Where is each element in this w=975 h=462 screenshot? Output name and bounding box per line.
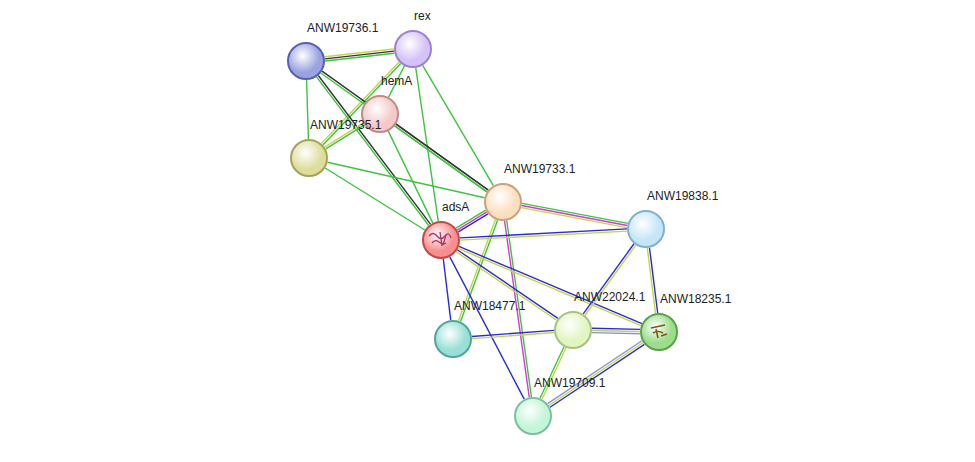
interaction-edge xyxy=(416,68,438,221)
evidence-strand xyxy=(647,248,655,313)
evidence-strand xyxy=(460,231,627,240)
evidence-strand xyxy=(458,214,488,232)
evidence-strand xyxy=(416,68,438,221)
node-label: ANW18477.1 xyxy=(454,299,525,313)
protein-node: ANW19838.1 xyxy=(627,210,665,248)
interaction-edge xyxy=(328,162,485,198)
evidence-strand xyxy=(325,49,394,57)
evidence-strand xyxy=(592,328,640,329)
interaction-edge xyxy=(395,124,488,192)
interaction-edge xyxy=(647,248,657,314)
protein-node: ANW18477.1 xyxy=(434,320,472,358)
interaction-edge xyxy=(325,49,395,61)
protein-node: ANW22024.1 xyxy=(554,311,592,349)
evidence-strand xyxy=(458,248,641,325)
interaction-edge xyxy=(458,246,642,325)
evidence-strand xyxy=(542,348,566,400)
protein-node: rex xyxy=(394,30,432,68)
evidence-strand xyxy=(317,77,429,226)
node-label: ANW19709.1 xyxy=(534,376,605,390)
interaction-edge xyxy=(460,229,627,240)
evidence-strand xyxy=(522,206,628,226)
protein-node: adsA xyxy=(422,221,460,259)
evidence-strand xyxy=(585,245,636,315)
evidence-strand xyxy=(549,343,643,406)
node-label: ANW19735.1 xyxy=(310,118,381,132)
interaction-edge xyxy=(325,168,425,230)
interaction-edge xyxy=(521,203,627,227)
protein-node: ANW19733.1 xyxy=(484,183,522,221)
interaction-edge xyxy=(443,259,450,320)
interaction-edge xyxy=(592,328,640,334)
node-label: adsA xyxy=(442,200,469,214)
evidence-strand xyxy=(540,347,564,399)
evidence-strand xyxy=(321,73,487,192)
node-label: ANW18235.1 xyxy=(660,292,731,306)
evidence-strand xyxy=(460,229,627,238)
evidence-strand xyxy=(307,80,309,139)
evidence-strand xyxy=(457,212,487,230)
interaction-edge xyxy=(307,80,309,139)
evidence-strand xyxy=(592,330,640,331)
node-label: ANW19736.1 xyxy=(307,21,378,35)
node-label: ANW19838.1 xyxy=(647,189,718,203)
evidence-strand xyxy=(318,76,430,225)
node-label: rex xyxy=(414,9,431,23)
node-label: hemA xyxy=(381,74,412,88)
evidence-strand xyxy=(443,259,450,320)
interaction-edge xyxy=(472,330,554,338)
protein-node: ANW19709.1 xyxy=(514,397,552,435)
evidence-strand xyxy=(550,344,644,407)
evidence-strand xyxy=(325,168,425,230)
evidence-strand xyxy=(548,341,642,404)
protein-node: ANW18235.1 xyxy=(640,313,678,351)
evidence-strand xyxy=(521,208,627,228)
evidence-strand xyxy=(395,126,487,192)
protein-node: ANW19736.1 xyxy=(287,42,325,80)
interaction-edge xyxy=(317,76,431,226)
interaction-edge xyxy=(548,341,645,408)
interaction-edge xyxy=(540,347,566,399)
evidence-strand xyxy=(592,333,640,334)
node-label: ANW22024.1 xyxy=(574,290,645,304)
node-label: ANW19733.1 xyxy=(504,162,575,176)
interaction-edge xyxy=(583,244,636,315)
evidence-strand xyxy=(472,330,554,336)
evidence-strand xyxy=(396,124,488,190)
evidence-strand xyxy=(328,162,485,198)
evidence-strand xyxy=(522,203,628,223)
protein-node: ANW19735.1 xyxy=(290,139,328,177)
